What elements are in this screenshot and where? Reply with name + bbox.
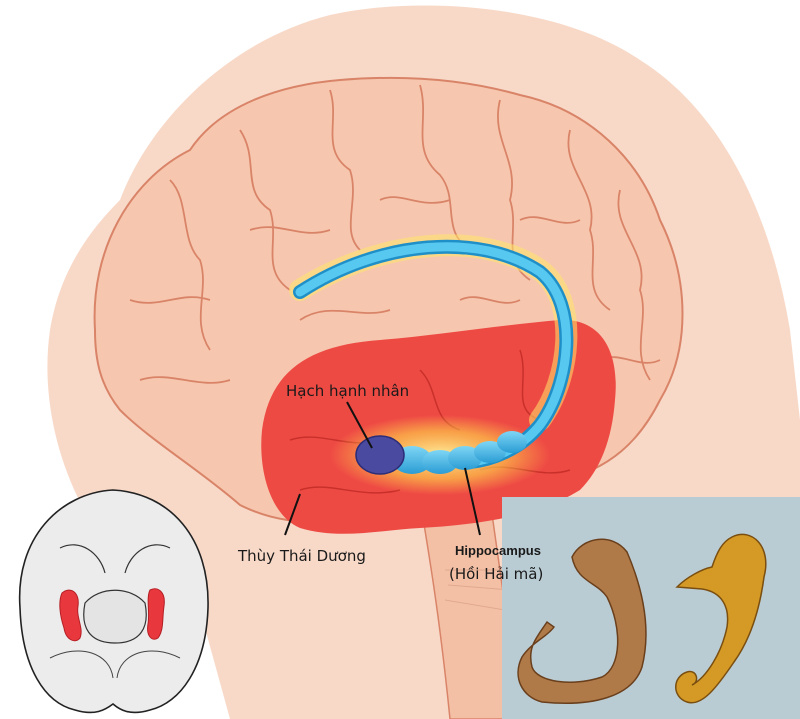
left-hippocampus-highlight	[59, 589, 82, 642]
temporal-leader	[284, 493, 301, 536]
seahorse	[675, 533, 767, 704]
brainstem	[419, 499, 521, 719]
hippocampus-seahorse-inset	[502, 497, 800, 719]
hippocampus-label: Hippocampus	[455, 543, 541, 558]
axial-brain-inset	[18, 489, 209, 714]
right-hippocampus-highlight	[147, 588, 165, 640]
hippocampus-vietnamese-label: (Hồi Hải mã)	[449, 565, 544, 583]
dissected-hippocampus	[517, 538, 647, 704]
temporal-lobe-label: Thùy Thái Dương	[238, 547, 366, 565]
amygdala	[355, 435, 405, 475]
brain-sulci	[129, 84, 661, 384]
amygdala-leader	[346, 401, 373, 449]
amygdala-label: Hạch hạnh nhân	[286, 382, 410, 400]
hippocampus-leader	[464, 467, 481, 536]
